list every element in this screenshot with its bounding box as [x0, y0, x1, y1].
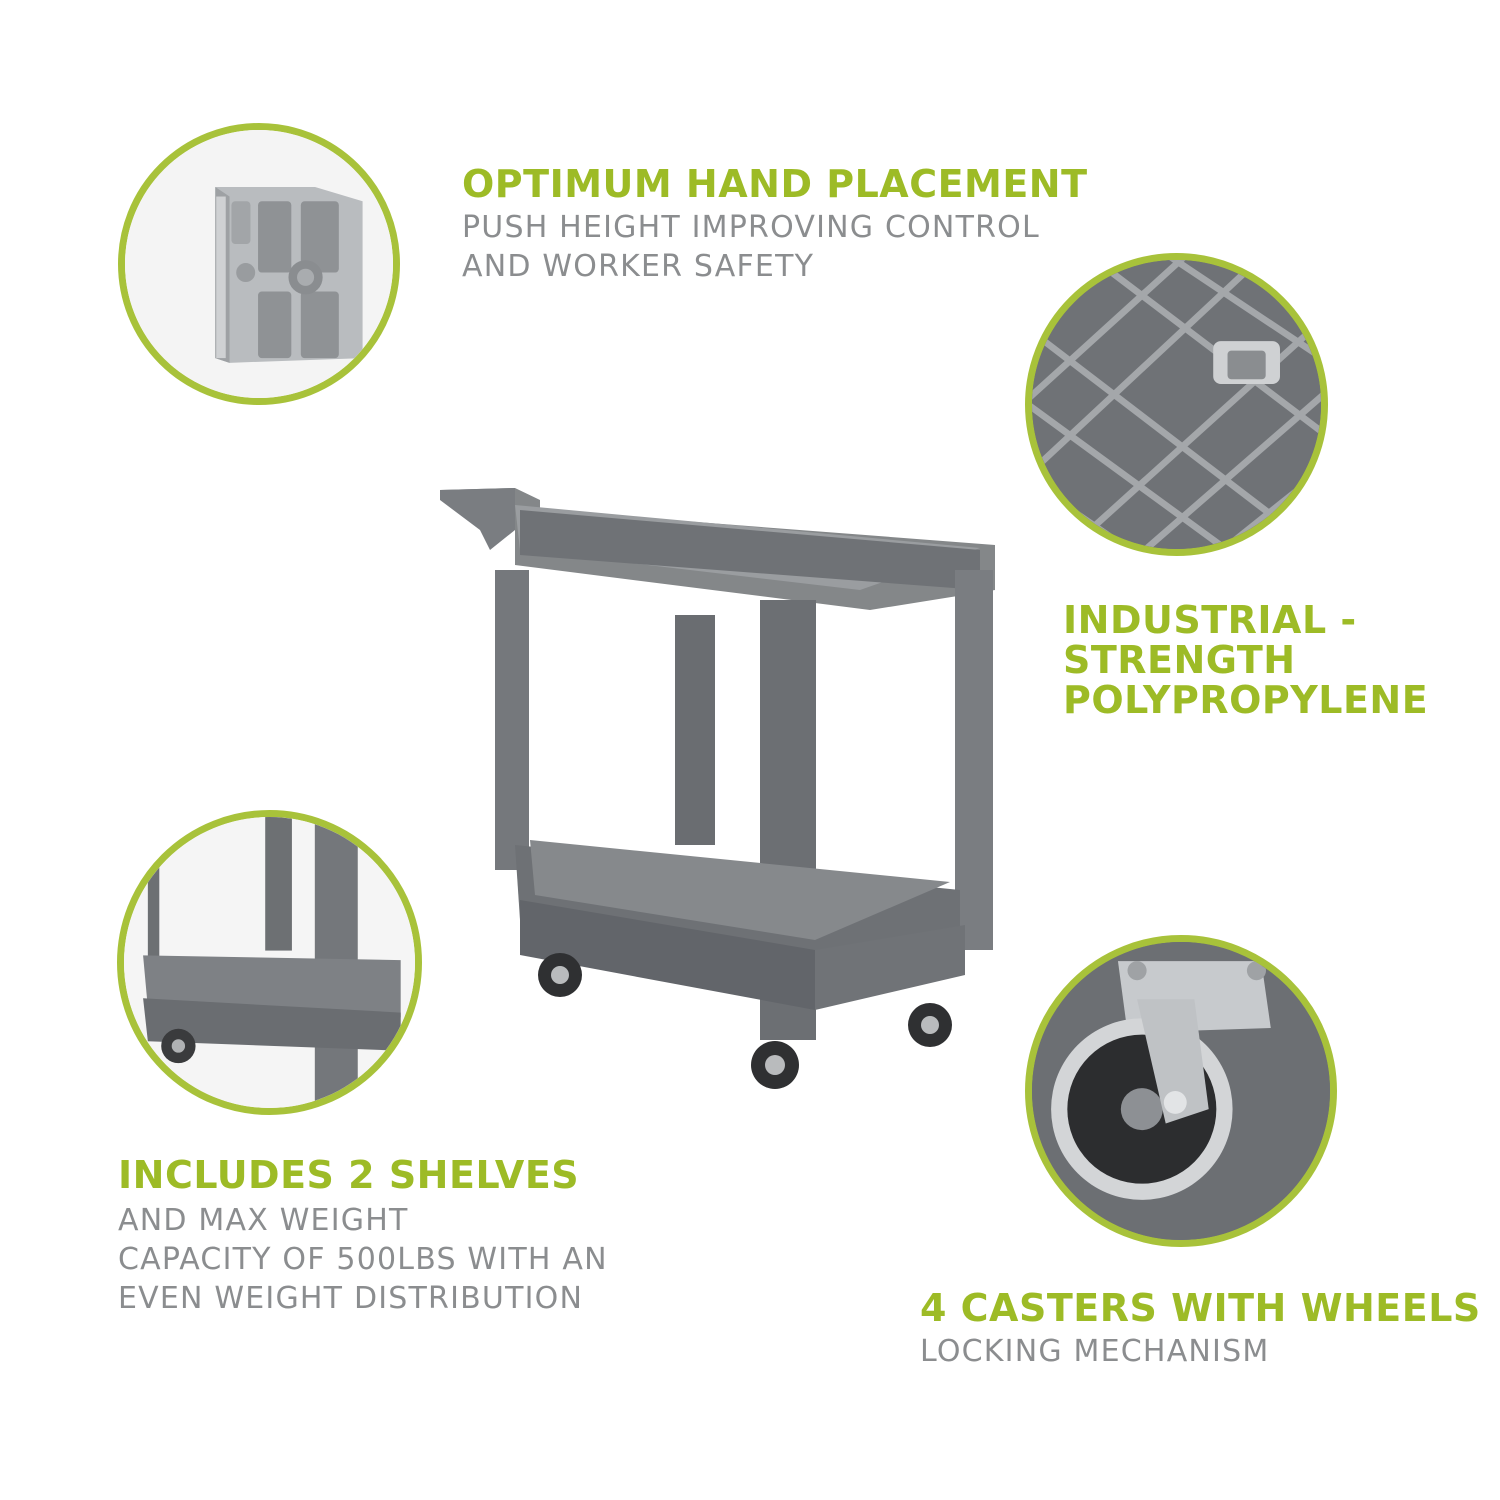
feature-heading-line: POLYPROPYLENE [1063, 678, 1429, 722]
feature-line: CAPACITY OF 500LBS WITH AN [118, 1242, 608, 1277]
feature-heading-line: INDUSTRIAL - [1063, 598, 1357, 642]
polypropylene-detail-image [1025, 253, 1328, 556]
feature-hand-placement: OPTIMUM HAND PLACEMENT PUSH HEIGHT IMPRO… [462, 164, 1088, 286]
feature-shelves: INCLUDES 2 SHELVES AND MAX WEIGHT CAPACI… [118, 1155, 608, 1318]
feature-line: LOCKING MECHANISM [920, 1334, 1270, 1369]
feature-heading-line: STRENGTH [1063, 638, 1296, 682]
utility-cart-image [440, 488, 995, 1089]
feature-polypropylene: INDUSTRIAL - STRENGTH POLYPROPYLENE [1063, 600, 1428, 720]
feature-heading: OPTIMUM HAND PLACEMENT [462, 162, 1088, 206]
feature-line: EVEN WEIGHT DISTRIBUTION [118, 1281, 584, 1316]
feature-heading: 4 CASTERS WITH WHEELS [920, 1286, 1481, 1330]
feature-heading: INCLUDES 2 SHELVES [118, 1153, 580, 1197]
caster-detail-image [1025, 935, 1337, 1247]
feature-line: AND MAX WEIGHT [118, 1203, 409, 1238]
feature-casters: 4 CASTERS WITH WHEELS LOCKING MECHANISM [920, 1288, 1481, 1371]
feature-line: AND WORKER SAFETY [462, 249, 815, 284]
feature-line: PUSH HEIGHT IMPROVING CONTROL [462, 210, 1040, 245]
handle-detail-image [118, 123, 400, 405]
shelves-detail-image [117, 810, 422, 1115]
